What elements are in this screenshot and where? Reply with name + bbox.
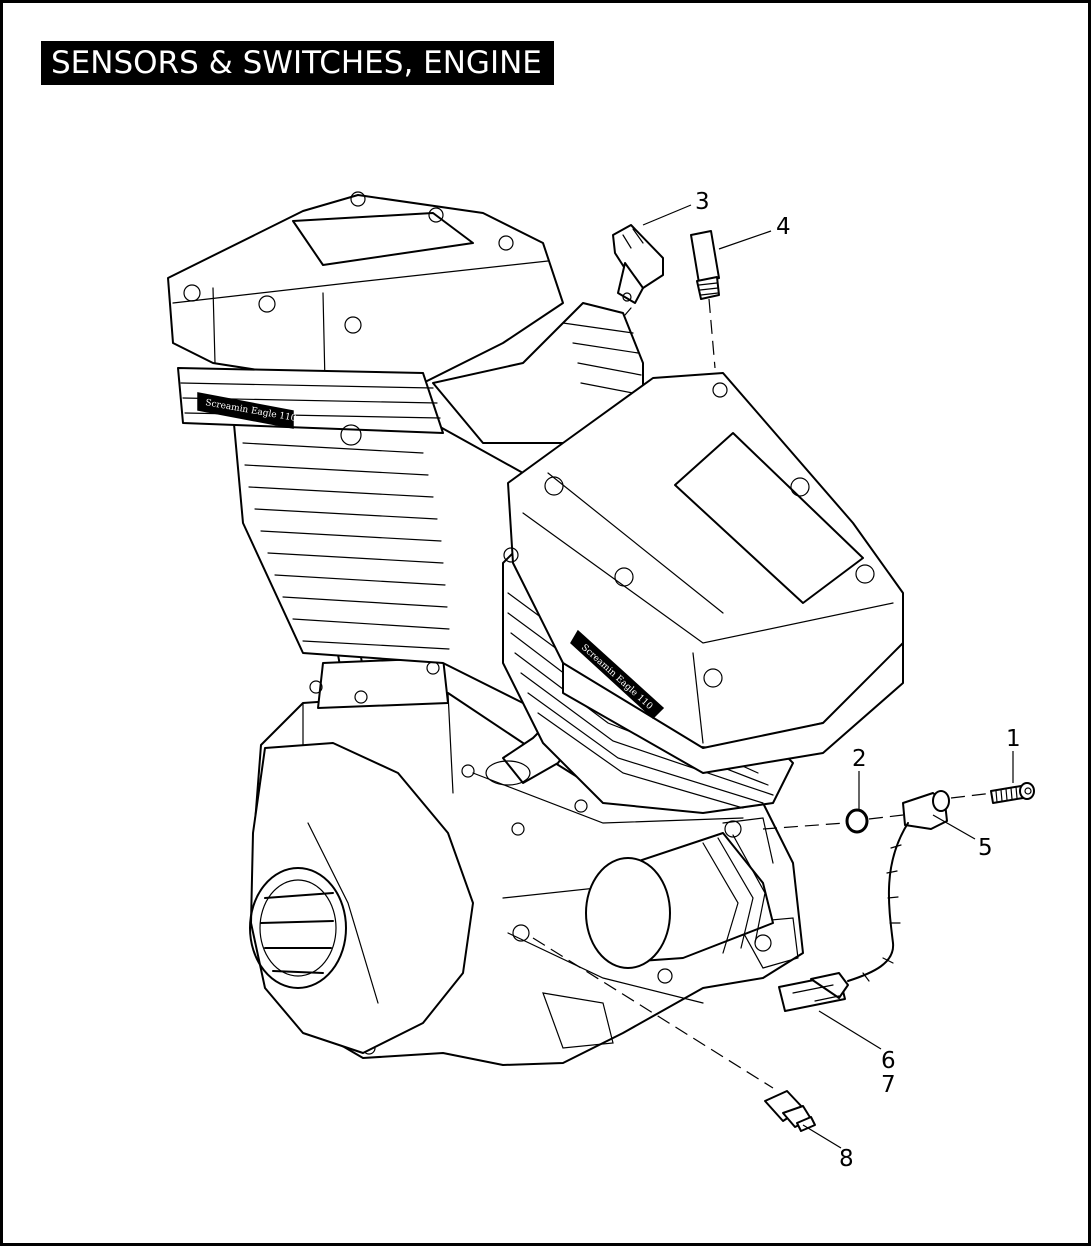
temperature-sender <box>690 230 720 369</box>
callout-4: 4 <box>776 214 791 240</box>
rear-cylinder-badge: Screamin Eagle 110 <box>197 392 362 446</box>
engine-exploded-diagram: Screamin Eagle 110 <box>167 189 1035 1172</box>
o-ring <box>845 808 869 834</box>
front-rocker-box <box>503 372 904 774</box>
callout-6: 6 <box>881 1048 896 1074</box>
oil-pressure-sender <box>532 937 816 1132</box>
primary-cover <box>249 742 474 1054</box>
callout-1: 1 <box>1006 726 1021 752</box>
callout-8: 8 <box>839 1146 854 1172</box>
callout-labels: 1 2 3 4 5 6 7 8 <box>695 189 1021 1172</box>
socket-head-screw <box>990 782 1035 804</box>
callout-3: 3 <box>695 189 710 215</box>
cam-position-sensor <box>612 224 664 316</box>
callout-5: 5 <box>978 835 993 861</box>
callout-7: 7 <box>881 1072 896 1098</box>
crank-position-sensor <box>762 790 994 982</box>
callout-leaders <box>642 204 1014 1149</box>
starter-motor <box>585 817 774 969</box>
page-title: SENSORS & SWITCHES, ENGINE <box>41 41 554 85</box>
callout-2: 2 <box>852 746 867 772</box>
engine-assembly: Screamin Eagle 110 <box>167 191 904 1066</box>
harness-connector <box>778 972 849 1012</box>
rear-cylinder <box>232 302 644 704</box>
